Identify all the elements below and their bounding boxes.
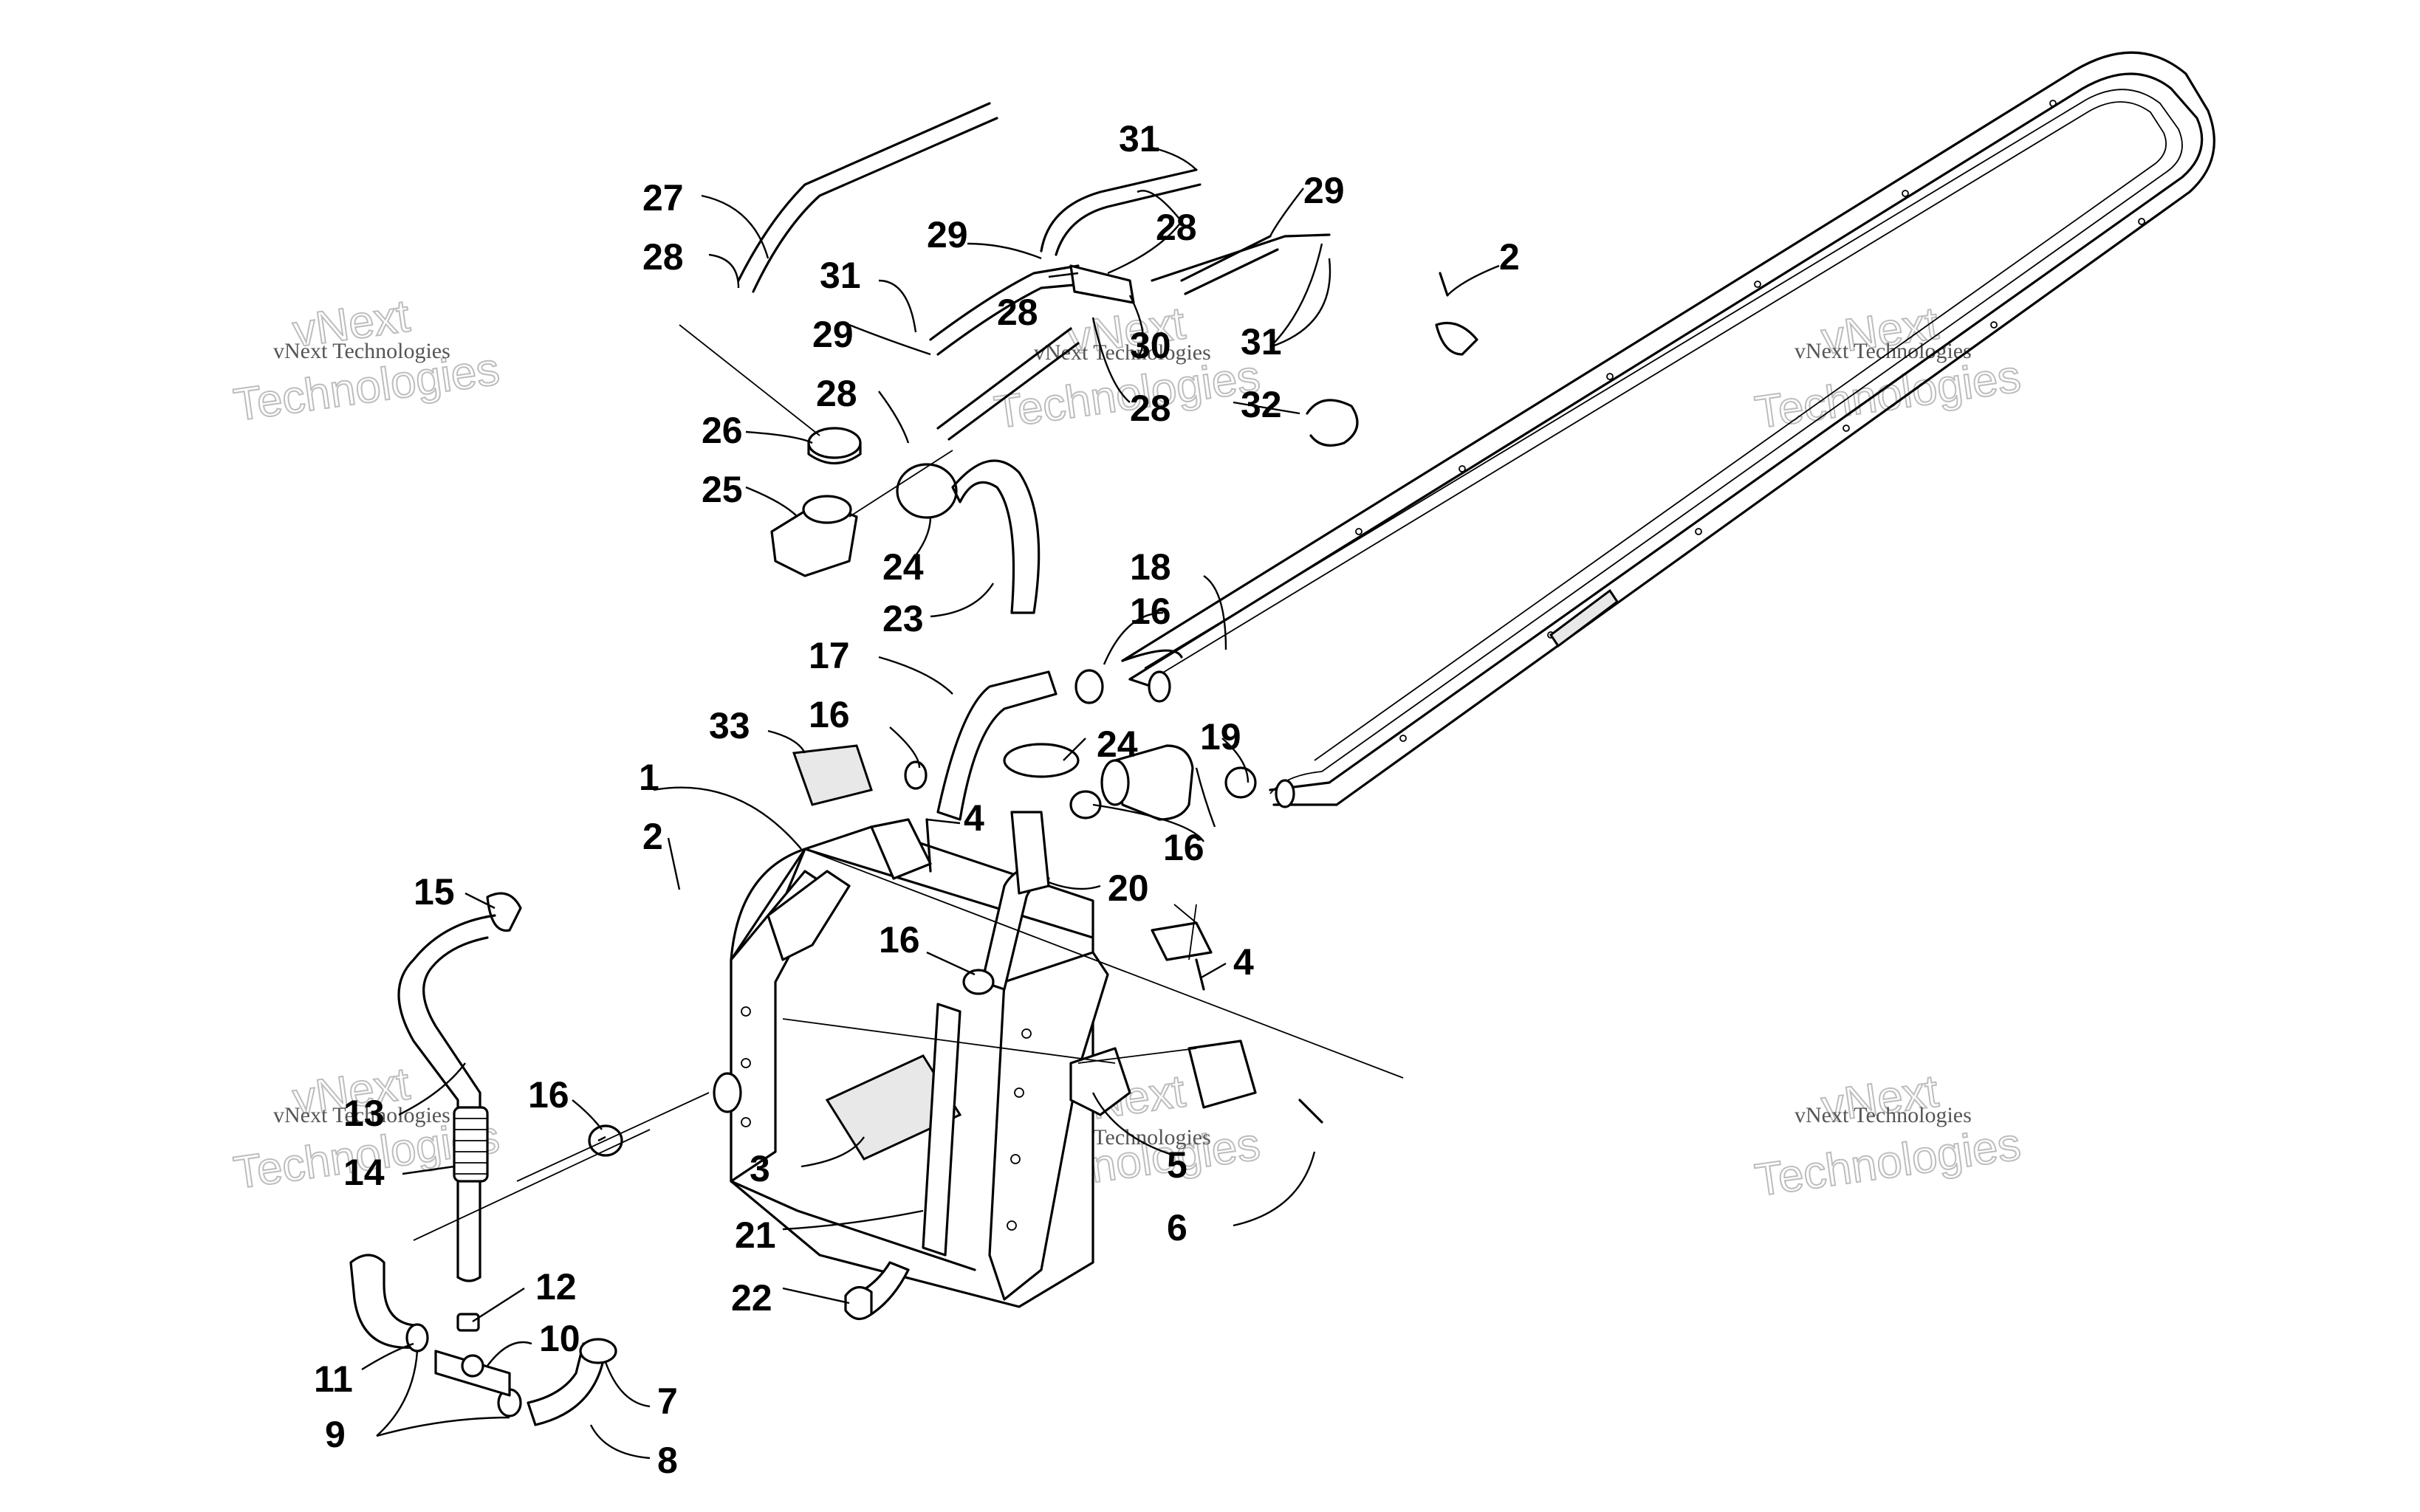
- decal: [792, 744, 873, 806]
- foam-pad: [825, 1054, 962, 1161]
- cap-7: [579, 1338, 617, 1364]
- callout-4: 4: [964, 797, 984, 839]
- callout-17: 17: [809, 635, 850, 676]
- callout-20: 20: [1108, 867, 1149, 909]
- clamp-24: [896, 463, 958, 519]
- callout-32: 32: [1241, 384, 1282, 425]
- clamp-9: [405, 1323, 429, 1353]
- callout-28: 28: [1156, 207, 1197, 248]
- callout-26: 26: [702, 410, 743, 451]
- heat-exchanger: [1121, 51, 2215, 808]
- watermark-small-text: vNext Technologies: [273, 1103, 450, 1127]
- leader-lines: [361, 146, 1500, 1460]
- rivet-holes: [1355, 100, 2145, 742]
- clamp: [904, 760, 928, 790]
- upper-hose: [951, 459, 1041, 614]
- callout-1: 1: [639, 757, 659, 798]
- callout-9: 9: [325, 1414, 346, 1455]
- clamp-22: [844, 1286, 873, 1320]
- callout-23: 23: [882, 598, 924, 639]
- watermark-small-text: vNext Technologies: [273, 339, 450, 363]
- callout-16: 16: [879, 919, 920, 961]
- callout-25: 25: [702, 469, 743, 510]
- callout-29: 29: [927, 214, 968, 255]
- callout-6: 6: [1167, 1207, 1187, 1248]
- housing-side-fitting: [713, 1072, 742, 1113]
- watermark-small-text: vNext Technologies: [1795, 1103, 1972, 1127]
- callout-3: 3: [750, 1148, 770, 1189]
- cap-12: [456, 1313, 480, 1332]
- clamp-24: [1003, 743, 1080, 778]
- tee-fitting: [1069, 264, 1135, 304]
- hose-29: [1180, 235, 1272, 282]
- callout-16: 16: [809, 694, 850, 735]
- heat-exchanger-inlet: [1275, 779, 1295, 808]
- callout-29: 29: [1303, 170, 1345, 211]
- callout-7: 7: [657, 1381, 678, 1422]
- watermark-big-text: Technologies: [1752, 1118, 2023, 1206]
- hose-29: [929, 264, 1080, 341]
- callout-28: 28: [642, 236, 684, 278]
- heat-exchanger-outlet: [1148, 670, 1171, 703]
- mount-bracket: [1151, 921, 1213, 961]
- bracket-5: [1069, 1047, 1131, 1116]
- clamp: [1224, 766, 1257, 799]
- callout-24: 24: [882, 546, 924, 588]
- callout-16: 16: [1130, 591, 1171, 632]
- callout-33: 33: [709, 705, 750, 746]
- hose-29: [1040, 168, 1198, 252]
- callout-29: 29: [812, 314, 854, 355]
- callout-11: 11: [314, 1358, 353, 1400]
- callout-12: 12: [535, 1266, 577, 1307]
- callout-31: 31: [1119, 118, 1160, 159]
- clamp-15: [486, 892, 522, 932]
- bellows-14: [453, 1106, 489, 1183]
- callout-13: 13: [343, 1093, 385, 1134]
- callout-19: 19: [1200, 716, 1241, 757]
- callout-4: 4: [1233, 941, 1254, 983]
- callout-15: 15: [414, 871, 455, 913]
- callout-28: 28: [997, 292, 1038, 333]
- callout-31: 31: [1241, 321, 1282, 362]
- bolt-2: [1439, 272, 1449, 297]
- callout-30: 30: [1130, 325, 1171, 366]
- clamp: [1069, 790, 1102, 819]
- screw-4: [1195, 958, 1205, 991]
- callout-16: 16: [1163, 827, 1204, 868]
- callout-21: 21: [735, 1214, 776, 1256]
- callout-5: 5: [1167, 1144, 1187, 1186]
- screw-4: [925, 818, 932, 873]
- callout-28: 28: [1130, 388, 1171, 429]
- callout-8: 8: [657, 1440, 678, 1481]
- elbow-hose-17: [936, 670, 1058, 821]
- hose-13: [397, 914, 496, 1168]
- callout-18: 18: [1130, 546, 1171, 588]
- watermark-6: Technologies vNext vNext Technologies: [1751, 1065, 2024, 1206]
- watermark-small-text: vNext Technologies: [1034, 340, 1211, 365]
- lower-hose: [922, 1003, 962, 1257]
- callout-31: 31: [820, 255, 861, 296]
- callout-27: 27: [642, 177, 684, 219]
- hose-27: [737, 102, 991, 282]
- callout-2: 2: [1499, 236, 1520, 278]
- clip-32: [1306, 399, 1359, 447]
- elbow-11: [349, 1254, 415, 1349]
- callout-28: 28: [816, 373, 857, 414]
- callout-16: 16: [528, 1074, 569, 1116]
- callout-10: 10: [539, 1318, 580, 1359]
- bracket-6: [1187, 1040, 1257, 1109]
- watermark-big-text: Technologies: [1752, 351, 2023, 439]
- callout-24: 24: [1097, 724, 1138, 765]
- callout-labels: 1 2 2 3 4 4 5 6 7 8 9 10 11 12 13 14 15 …: [314, 118, 1520, 1481]
- watermark-small-text: vNext Technologies: [1795, 339, 1972, 363]
- watermark-1: Technologies vNext vNext Technologies: [230, 289, 503, 431]
- callout-22: 22: [731, 1277, 772, 1319]
- callout-14: 14: [343, 1152, 385, 1193]
- clamp: [1074, 669, 1104, 704]
- hose-29-right: [1151, 233, 1331, 282]
- clamp: [962, 969, 995, 995]
- callout-2: 2: [642, 816, 663, 857]
